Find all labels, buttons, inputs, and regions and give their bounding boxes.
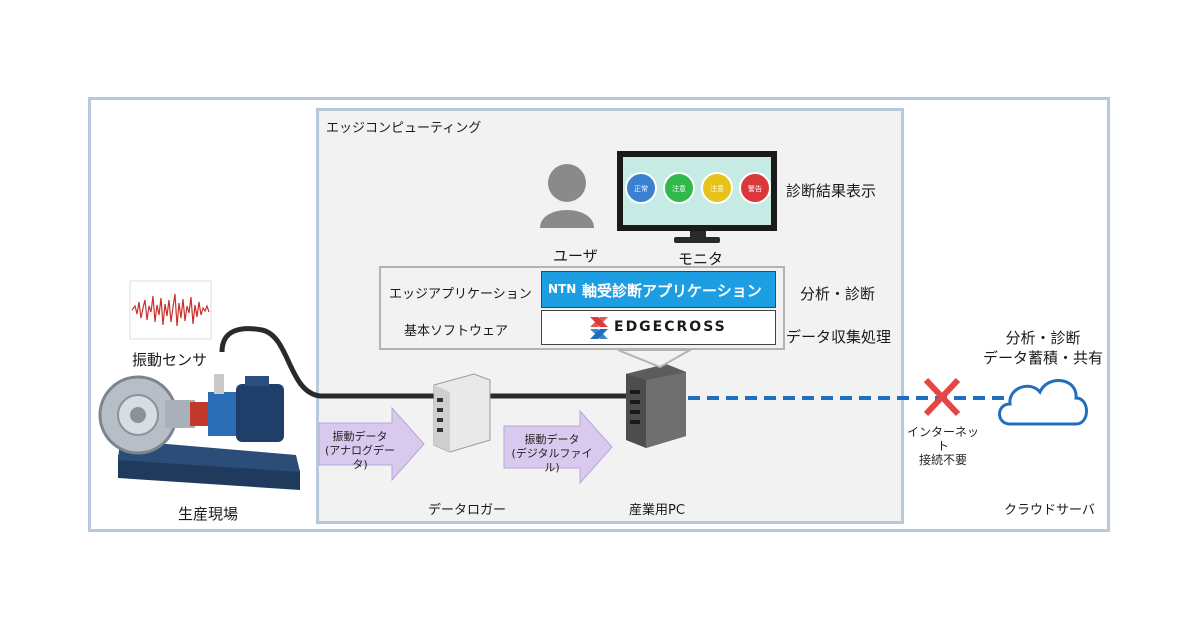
no-connection-cross-icon xyxy=(923,377,961,417)
edge-computing-label: エッジコンピューティング xyxy=(326,121,482,136)
status-lamp xyxy=(663,172,695,204)
edgecross-logo: EDGECROSS xyxy=(614,319,727,335)
data-logger-label: データロガー xyxy=(428,503,507,518)
edgecross-bar: EDGECROSS xyxy=(541,310,776,345)
analog-data-line1: 振動データ xyxy=(332,430,388,443)
production-site-label: 生産現場 xyxy=(178,505,239,523)
analog-data-arrow xyxy=(318,406,425,482)
analog-data-label: 振動データ (アナログデータ) xyxy=(321,430,399,472)
cloud-function-label: 分析・診断 データ蓄積・共有 xyxy=(978,328,1108,368)
digital-data-line1: 振動データ xyxy=(524,433,580,446)
digital-data-line2: (デジタルファイル) xyxy=(511,447,593,474)
industrial-pc-label: 産業用PC xyxy=(629,503,685,518)
analysis-diagnosis-label: 分析・診断 xyxy=(800,285,876,303)
industrial-pc-device xyxy=(626,364,686,448)
digital-data-arrow xyxy=(503,409,613,485)
sensor-cable xyxy=(219,326,628,399)
ntn-app-name: 軸受診断アプリケーション xyxy=(582,282,762,300)
software-callout-pointer xyxy=(617,349,694,369)
internet-not-required-label: インターネット 接続不要 xyxy=(903,425,983,467)
ntn-bearing-app-bar: NTN 軸受診断アプリケーション xyxy=(541,271,776,308)
cloud-line2: データ蓄積・共有 xyxy=(982,349,1103,367)
data-logger-device xyxy=(433,373,491,453)
digital-data-label: 振動データ (デジタルファイル) xyxy=(504,433,600,475)
base-software-label: 基本ソフトウェア xyxy=(404,324,509,339)
status-lamp xyxy=(701,172,733,204)
user-label: ユーザ xyxy=(553,247,598,265)
outer-frame xyxy=(88,97,1110,532)
monitor-label: モニタ xyxy=(678,250,724,268)
vibration-sensor-label: 振動センサ xyxy=(132,351,208,369)
edge-application-label: エッジアプリケーション xyxy=(389,287,532,302)
pump-motor-illustration xyxy=(98,374,300,490)
status-lamp-text: 正常 xyxy=(634,184,648,193)
analog-data-line2: (アナログデータ) xyxy=(324,444,396,471)
data-processing-label: データ収集処理 xyxy=(786,328,892,346)
edgecross-mark-icon xyxy=(590,317,608,339)
vibration-waveform-icon xyxy=(129,280,212,340)
status-lamp-text: 警告 xyxy=(748,184,762,193)
user-icon xyxy=(540,164,594,228)
ntn-logo: NTN xyxy=(548,282,577,296)
cloud-line1: 分析・診断 xyxy=(1005,329,1081,347)
status-lamp xyxy=(739,172,771,204)
internet-line2: 接続不要 xyxy=(918,453,967,467)
internet-line1: インターネット xyxy=(906,425,979,453)
cloud-server-label: クラウドサーバ xyxy=(1004,503,1095,518)
status-lamp-text: 注意 xyxy=(672,184,686,193)
monitor-icon: 正常 注意 注意 警告 xyxy=(617,151,777,243)
status-lamp-text: 注意 xyxy=(710,184,724,193)
vibration-sensor-unit xyxy=(214,374,224,394)
status-lamp xyxy=(625,172,657,204)
cloud-icon xyxy=(998,379,1088,426)
diagnosis-display-label: 診断結果表示 xyxy=(786,182,877,200)
